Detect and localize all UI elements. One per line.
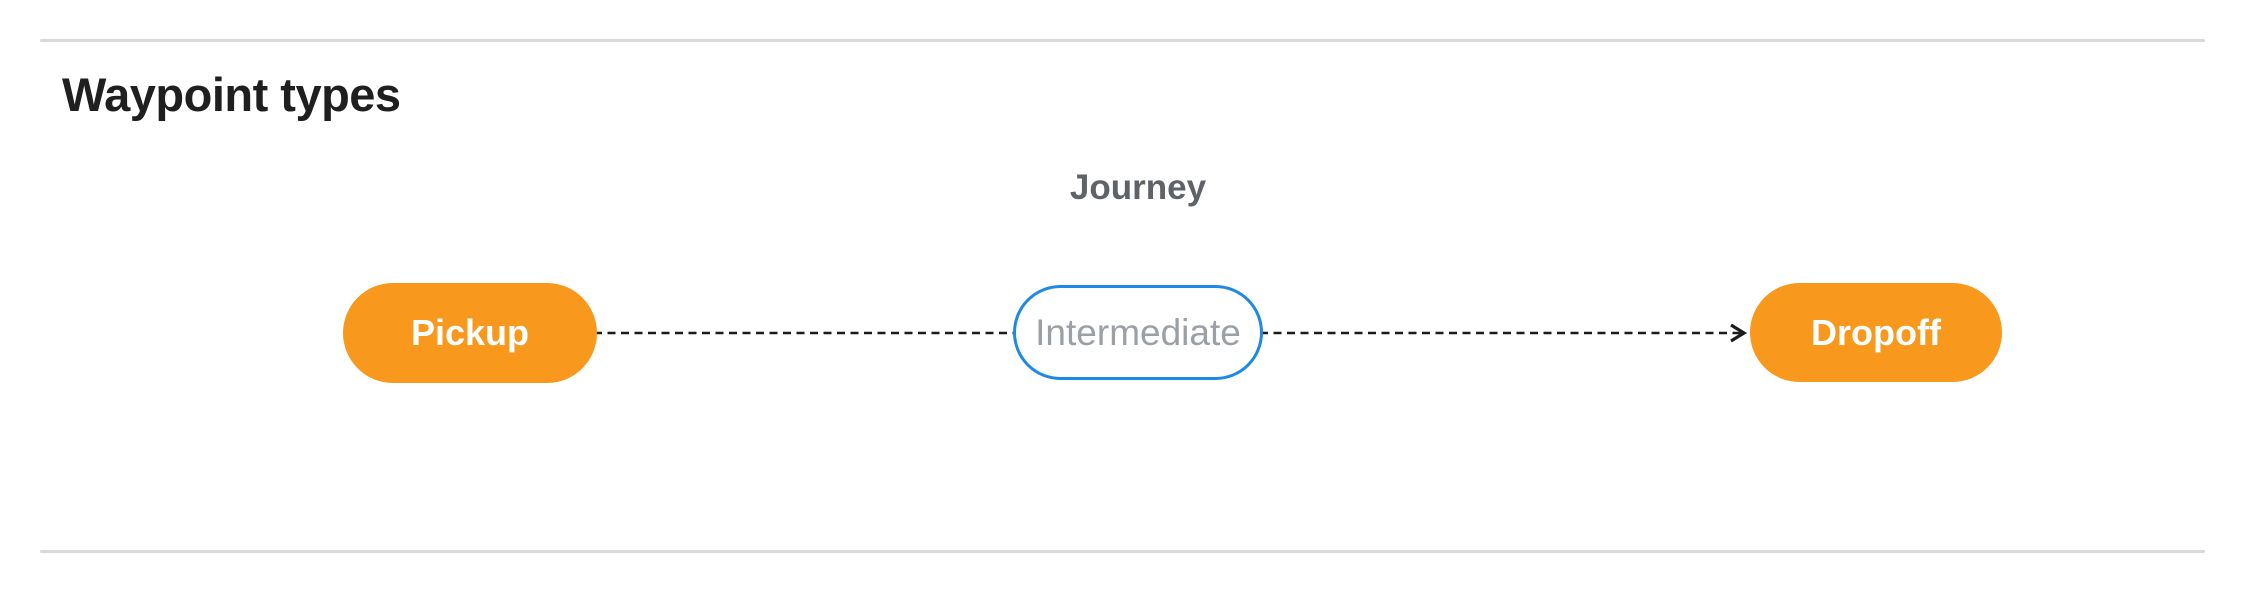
top-divider (40, 39, 2205, 42)
node-dropoff-label: Dropoff (1811, 311, 1941, 353)
node-intermediate-label: Intermediate (1035, 311, 1241, 353)
section-heading: Waypoint types (62, 68, 401, 121)
bottom-divider (40, 550, 2205, 553)
node-intermediate: Intermediate (1013, 285, 1263, 380)
journey-diagram-title: Journey (1069, 168, 1207, 207)
node-pickup-label: Pickup (410, 312, 530, 353)
node-pickup: Pickup (343, 283, 597, 383)
node-dropoff: Dropoff (1750, 283, 2002, 382)
